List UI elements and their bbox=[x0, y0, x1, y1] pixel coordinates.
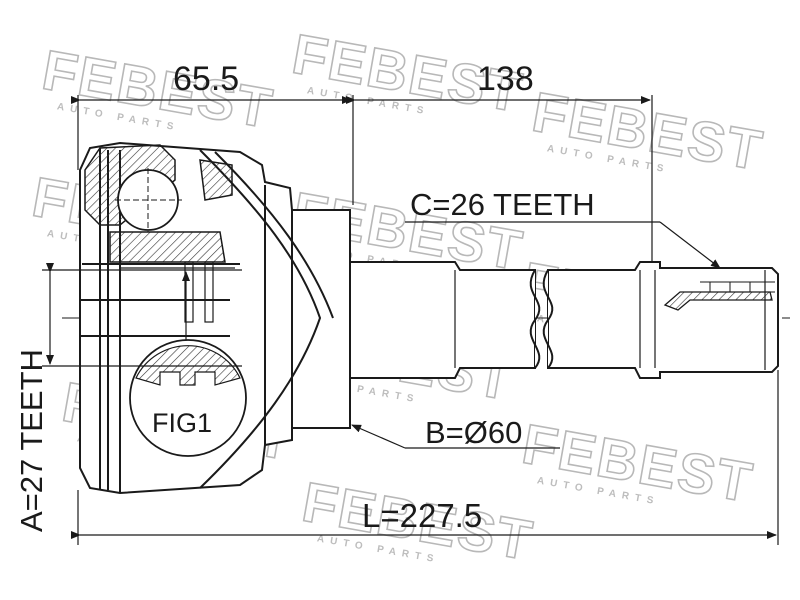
dim-spline-inner: A=27 TEETH bbox=[14, 349, 49, 532]
dim-shaft-length: 138 bbox=[477, 60, 534, 98]
dim-outer-diameter: B=Ø60 bbox=[425, 415, 522, 450]
cage-section bbox=[84, 144, 235, 323]
dim-inner-length: 65.5 bbox=[173, 60, 239, 98]
fig1-detail: FIG1 bbox=[129, 339, 247, 457]
spline-section bbox=[663, 281, 775, 311]
shaft bbox=[349, 261, 779, 379]
dim-total-length: L=227.5 bbox=[362, 497, 482, 534]
figure-label: FIG1 bbox=[152, 408, 212, 438]
dimension-lines bbox=[42, 95, 779, 545]
dim-spline-outer: C=26 TEETH bbox=[410, 187, 595, 222]
